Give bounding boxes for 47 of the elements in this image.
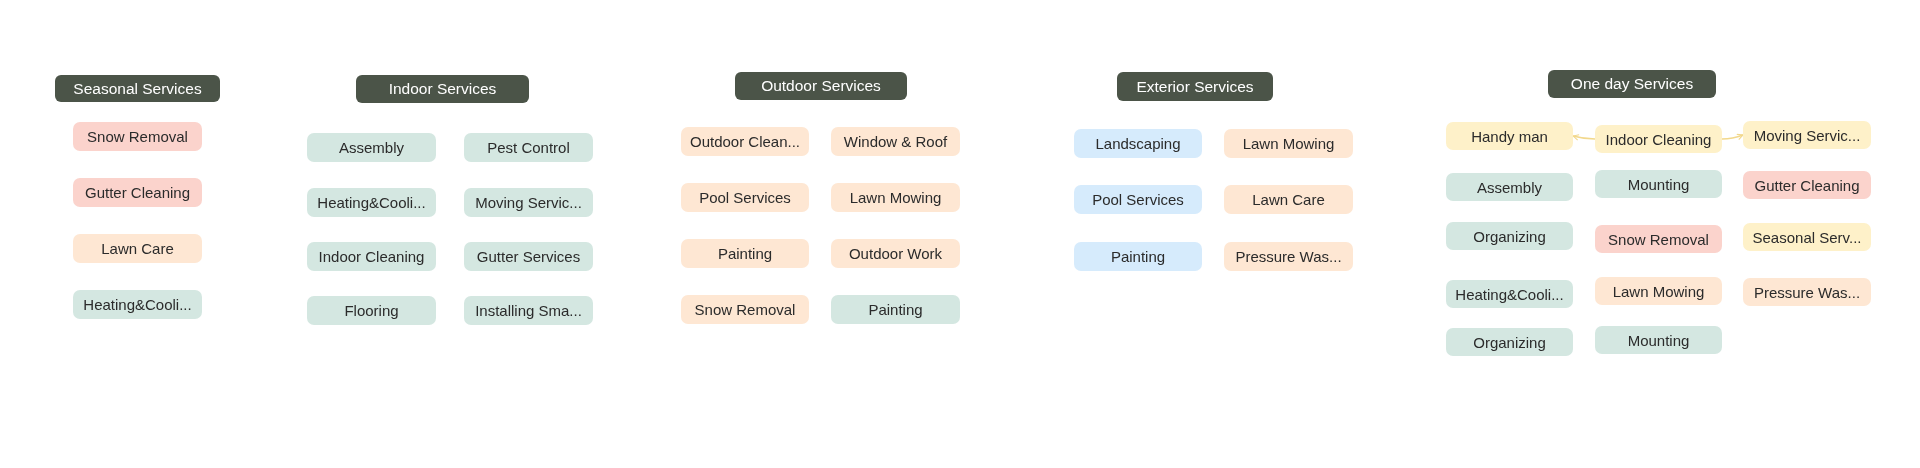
section-header: One day Services: [1548, 70, 1716, 98]
service-tag: Landscaping: [1074, 129, 1202, 158]
service-tag: Pool Services: [681, 183, 809, 212]
service-tag: Pressure Was...: [1743, 278, 1871, 306]
service-tag: Flooring: [307, 296, 436, 325]
service-tag: Organizing: [1446, 222, 1573, 250]
service-tag: Pool Services: [1074, 185, 1202, 214]
service-tag: Outdoor Clean...: [681, 127, 809, 156]
service-tag: Pressure Was...: [1224, 242, 1353, 271]
service-tag: Outdoor Work: [831, 239, 960, 268]
section-header: Outdoor Services: [735, 72, 907, 100]
section-header: Seasonal Services: [55, 75, 220, 102]
service-tag: Assembly: [307, 133, 436, 162]
service-tag: Gutter Cleaning: [73, 178, 202, 207]
service-tag: Assembly: [1446, 173, 1573, 201]
service-tag: Indoor Cleaning: [307, 242, 436, 271]
arrow: [1572, 134, 1596, 141]
service-tag: Seasonal Serv...: [1743, 223, 1871, 251]
service-tag: Snow Removal: [1595, 225, 1722, 253]
service-tag: Gutter Services: [464, 242, 593, 271]
service-tag: Installing Sma...: [464, 296, 593, 325]
section-header: Exterior Services: [1117, 72, 1273, 101]
service-tag: Gutter Cleaning: [1743, 171, 1871, 199]
service-tag: Painting: [831, 295, 960, 324]
service-tag: Lawn Care: [73, 234, 202, 263]
arrow: [1721, 133, 1744, 141]
service-tag: Mounting: [1595, 326, 1722, 354]
service-tag: Lawn Care: [1224, 185, 1353, 214]
service-tag: Snow Removal: [73, 122, 202, 151]
service-tag: Indoor Cleaning: [1595, 125, 1722, 153]
service-tag: Handy man: [1446, 122, 1573, 150]
service-tag: Lawn Mowing: [1224, 129, 1353, 158]
service-tag: Moving Servic...: [1743, 121, 1871, 149]
service-tag: Organizing: [1446, 328, 1573, 356]
service-tag: Heating&Cooli...: [307, 188, 436, 217]
service-tag: Lawn Mowing: [831, 183, 960, 212]
service-tag: Mounting: [1595, 170, 1722, 198]
service-tag: Window & Roof: [831, 127, 960, 156]
service-tag: Heating&Cooli...: [1446, 280, 1573, 308]
service-tag: Lawn Mowing: [1595, 277, 1722, 305]
service-tag: Painting: [681, 239, 809, 268]
service-tag: Heating&Cooli...: [73, 290, 202, 319]
service-tag: Pest Control: [464, 133, 593, 162]
section-header: Indoor Services: [356, 75, 529, 103]
service-tag: Snow Removal: [681, 295, 809, 324]
service-tag: Painting: [1074, 242, 1202, 271]
service-tag: Moving Servic...: [464, 188, 593, 217]
